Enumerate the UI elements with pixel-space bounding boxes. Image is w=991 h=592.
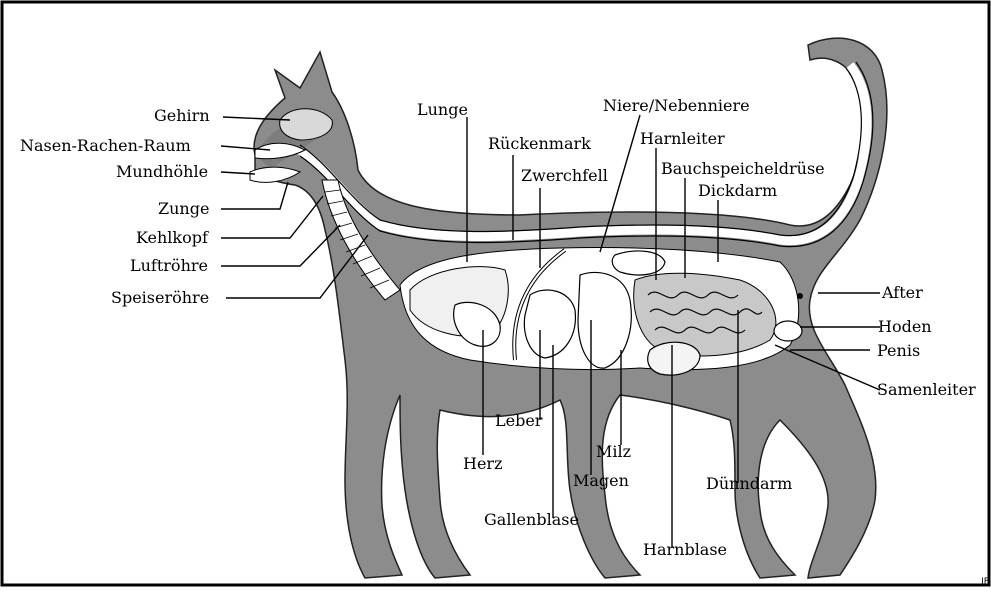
label-magen: Magen: [573, 472, 629, 490]
kidney-shape: [612, 251, 665, 275]
label-penis: Penis: [877, 342, 920, 360]
label-dickdarm: Dickdarm: [698, 182, 777, 200]
testis-shape: [774, 321, 802, 341]
label-bauchspeicheldruese: Bauchspeicheldrüse: [661, 160, 825, 178]
label-samenleiter: Samenleiter: [877, 381, 976, 399]
label-hoden: Hoden: [878, 318, 932, 336]
signature: JF: [981, 577, 989, 587]
label-luftroehre: Luftröhre: [130, 257, 208, 275]
label-after: After: [882, 284, 923, 302]
label-mundhoehle: Mundhöhle: [116, 163, 208, 181]
label-gehirn: Gehirn: [154, 107, 210, 125]
label-harnblase: Harnblase: [643, 541, 727, 559]
label-leber: Leber: [495, 412, 542, 430]
label-rueckenmark: Rückenmark: [488, 135, 591, 153]
label-duenndarm: Dünndarm: [706, 475, 792, 493]
label-herz: Herz: [463, 455, 503, 473]
label-harnleiter: Harnleiter: [640, 130, 725, 148]
label-lunge: Lunge: [417, 101, 468, 119]
label-kehlkopf: Kehlkopf: [136, 229, 208, 247]
label-nasen-rachen-raum: Nasen-Rachen-Raum: [20, 137, 191, 155]
label-zwerchfell: Zwerchfell: [521, 167, 608, 185]
label-speiseroehre: Speiseröhre: [111, 289, 209, 307]
label-niere-nebenniere: Niere/Nebenniere: [603, 97, 750, 115]
label-gallenblase: Gallenblase: [484, 511, 579, 529]
label-milz: Milz: [596, 443, 631, 461]
label-zunge: Zunge: [158, 200, 209, 218]
